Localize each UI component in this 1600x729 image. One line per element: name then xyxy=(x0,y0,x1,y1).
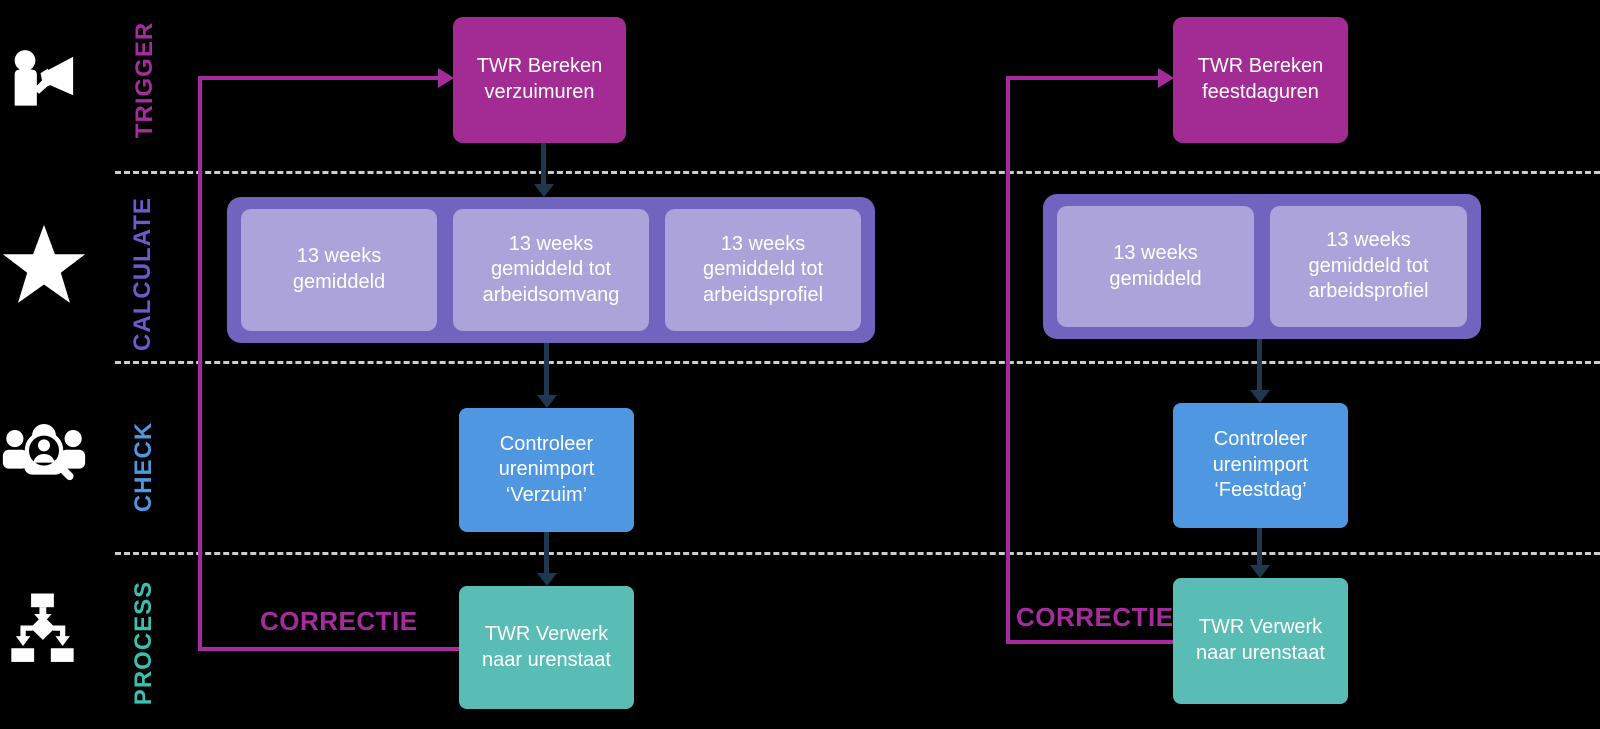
flow1-feedback-line-vertical xyxy=(198,76,202,651)
flow2-process-label: TWR Verwerk naar urenstaat xyxy=(1196,616,1325,664)
flowchart-icon xyxy=(6,590,82,670)
flow1-check-box: Controleer urenimport ‘Verzuim’ xyxy=(459,408,634,532)
flow1-check-label: Controleer urenimport ‘Verzuim’ xyxy=(498,432,595,506)
flow1-calc-step-1: 13 weeks gemiddeld xyxy=(241,209,437,331)
flow1-calc-step-3-label: 13 weeks gemiddeld tot arbeidsprofiel xyxy=(702,232,824,306)
flow1-calc-step-1-label: 13 weeks gemiddeld xyxy=(292,245,386,293)
lane-label-process: PROCESS xyxy=(130,580,157,706)
flow2-process-box: TWR Verwerk naar urenstaat xyxy=(1173,578,1348,704)
flow2-calc-step-2: 13 weeks gemiddeld tot arbeidsprofiel xyxy=(1270,206,1467,327)
flow2-trigger-label: TWR Bereken feestdaguren xyxy=(1197,55,1324,103)
flow1-process-box: TWR Verwerk naar urenstaat xyxy=(459,586,634,709)
star-icon xyxy=(2,224,86,308)
flow1-arrow-calc-to-check xyxy=(544,343,549,396)
flow2-check-label: Controleer urenimport ‘Feestdag’ xyxy=(1212,428,1309,502)
flow1-arrow-check-to-process xyxy=(544,532,549,574)
flow1-feedback-arrowhead xyxy=(438,68,454,88)
lane-label-calculate: CALCULATE xyxy=(129,197,156,351)
announce-icon xyxy=(8,42,82,116)
flow1-calc-step-2: 13 weeks gemiddeld tot arbeidsomvang xyxy=(453,209,649,331)
lane-label-check: CHECK xyxy=(130,421,157,513)
flow1-calc-step-2-label: 13 weeks gemiddeld tot arbeidsomvang xyxy=(482,232,620,306)
flow2-calc-step-2-label: 13 weeks gemiddeld tot arbeidsprofiel xyxy=(1308,229,1429,303)
lane-label-trigger: TRIGGER xyxy=(131,21,158,139)
flow2-feedback-line-top xyxy=(1006,76,1158,80)
flow2-check-box: Controleer urenimport ‘Feestdag’ xyxy=(1173,403,1348,528)
flow2-feedback-line-vertical xyxy=(1006,76,1010,644)
flow1-feedback-line-top xyxy=(198,76,438,80)
lane-separator-3 xyxy=(115,552,1600,555)
flow2-trigger-box: TWR Bereken feestdaguren xyxy=(1173,17,1348,143)
flow2-calc-step-1-label: 13 weeks gemiddeld xyxy=(1109,241,1202,290)
flow1-trigger-box: TWR Bereken verzuimuren xyxy=(453,17,626,143)
flow1-calc-group: 13 weeks gemiddeld 13 weeks gemiddeld to… xyxy=(227,197,875,343)
lane-separator-1 xyxy=(115,171,1600,174)
lane-separator-2 xyxy=(115,361,1600,364)
flow2-feedback-arrowhead xyxy=(1158,68,1174,88)
flow1-arrow-trigger-to-calc xyxy=(541,143,546,185)
people-search-icon xyxy=(0,418,88,490)
flow2-correction-label: CORRECTIE xyxy=(1016,602,1174,632)
flow1-trigger-label: TWR Bereken verzuimuren xyxy=(476,55,603,103)
flow2-calc-step-1: 13 weeks gemiddeld xyxy=(1057,206,1254,327)
flow2-arrow-check-to-process xyxy=(1257,528,1262,566)
flow2-calc-group: 13 weeks gemiddeld 13 weeks gemiddeld to… xyxy=(1043,194,1481,339)
flow2-feedback-line-bottom xyxy=(1006,640,1173,644)
flow1-process-label: TWR Verwerk naar urenstaat xyxy=(482,622,611,671)
flow1-correction-label: CORRECTIE xyxy=(260,606,418,636)
flow2-arrow-calc-to-check xyxy=(1257,339,1262,391)
flow1-feedback-line-bottom xyxy=(198,647,459,651)
flow1-calc-step-3: 13 weeks gemiddeld tot arbeidsprofiel xyxy=(665,209,861,331)
